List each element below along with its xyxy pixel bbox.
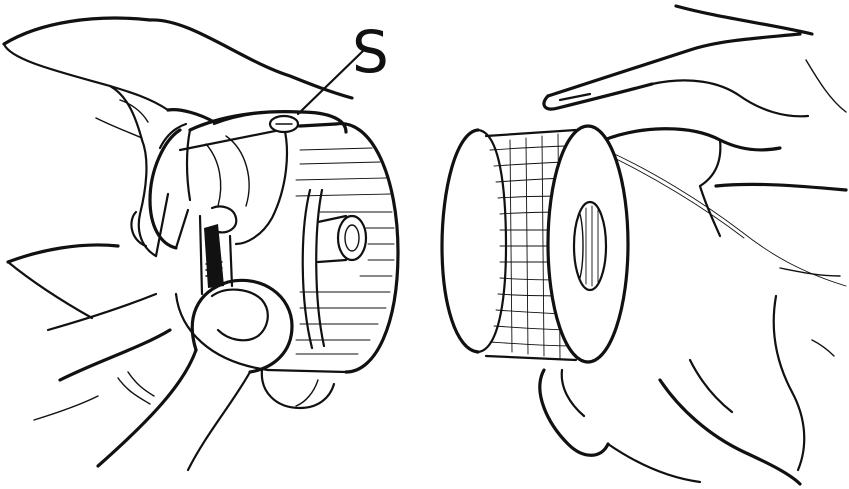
case-ribs bbox=[295, 147, 395, 355]
bobbin bbox=[440, 124, 630, 364]
bobbin-case bbox=[148, 110, 400, 374]
right-hand bbox=[538, 4, 848, 486]
label-s-callout: S bbox=[296, 18, 389, 116]
leader-line bbox=[296, 48, 366, 116]
left-hand bbox=[2, 16, 354, 472]
thread bbox=[605, 149, 847, 287]
label-s: S bbox=[352, 18, 389, 86]
